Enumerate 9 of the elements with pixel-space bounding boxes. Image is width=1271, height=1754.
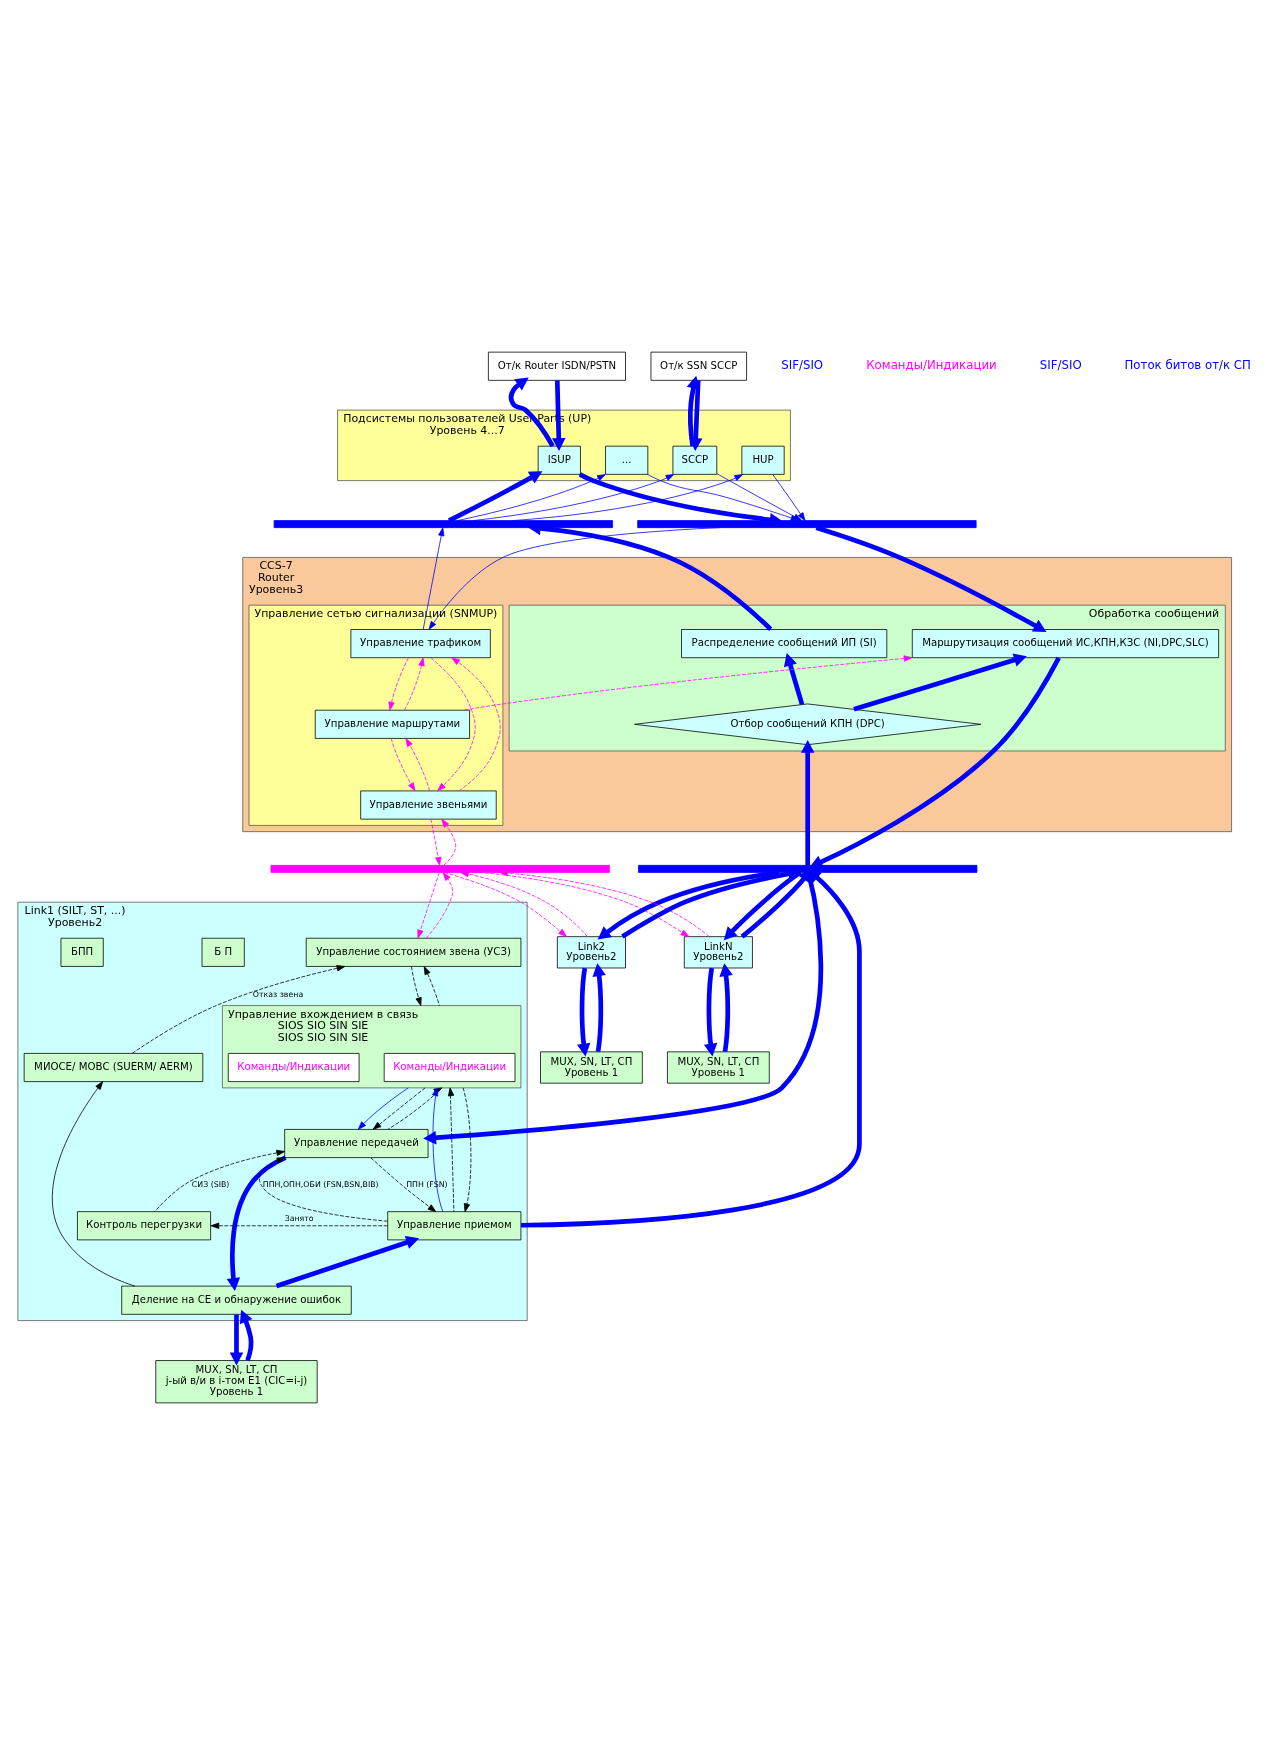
- label: SIF/SIO: [781, 357, 824, 372]
- label: Команды/Индикации: [866, 357, 997, 372]
- edge-label: ППН (FSN): [406, 1179, 448, 1189]
- edge-label: Занято: [284, 1213, 314, 1223]
- label: Поток битов от/к СП: [1124, 357, 1251, 372]
- edge-label: СИЗ (SIB): [191, 1179, 230, 1189]
- edge-label: ППН,ОПН,ОБИ (FSN,BSN,BIB): [262, 1179, 379, 1189]
- edge-label: Отказ звена: [252, 989, 304, 999]
- label: SIF/SIO: [1039, 357, 1082, 372]
